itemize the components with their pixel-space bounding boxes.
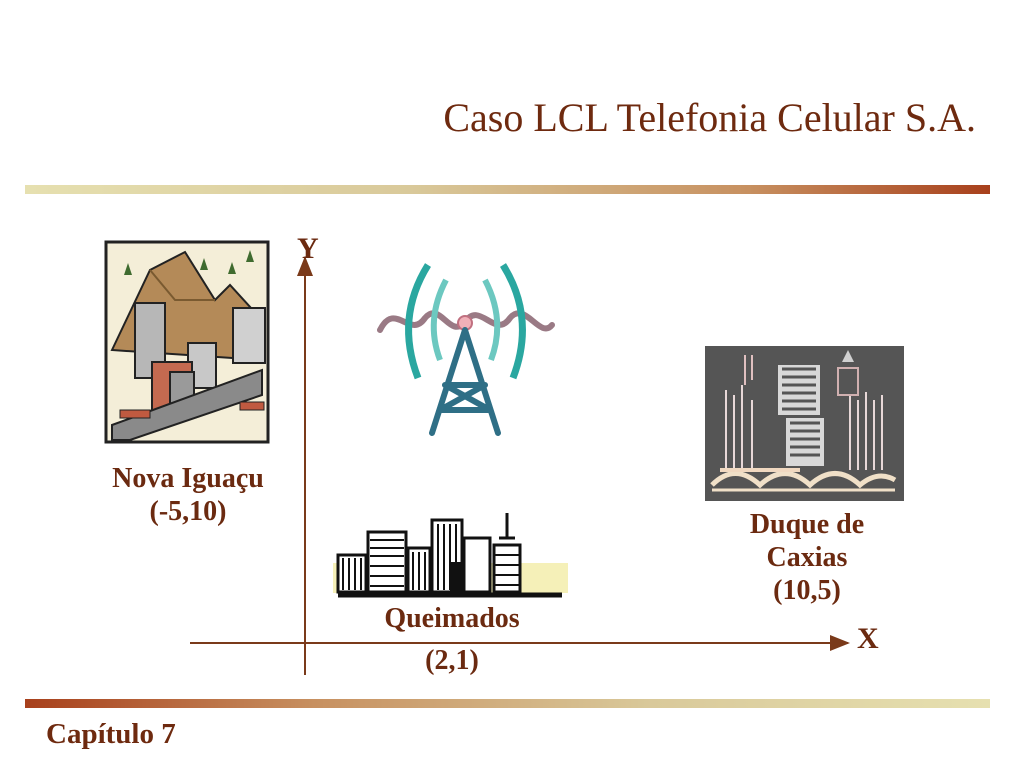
duque-de-caxias-coords: (10,5) [773, 575, 841, 606]
queimados-name: Queimados [384, 603, 520, 634]
industrial-city-icon [104, 240, 270, 444]
skyline-icon [333, 513, 568, 598]
nova-iguacu-label: Nova Iguaçu (-5,10) [82, 462, 294, 528]
nova-iguacu-coords: (-5,10) [149, 496, 227, 527]
x-axis-label: X [857, 622, 879, 655]
slide-title: Caso LCL Telefonia Celular S.A. [443, 95, 976, 140]
y-axis-label: Y [297, 232, 319, 265]
top-divider [25, 185, 990, 194]
bottom-divider [25, 699, 990, 708]
duque-de-caxias-name-line1: Duque de [749, 509, 865, 540]
nova-iguacu-name: Nova Iguaçu [112, 463, 264, 494]
duque-de-caxias-label: Duque de Caxias (10,5) [722, 508, 892, 607]
duque-de-caxias-name-line2: Caxias [766, 542, 848, 573]
queimados-coords: (2,1) [425, 645, 479, 676]
queimados-label: Queimados (2,1) [350, 602, 554, 677]
footer-chapter: Capítulo 7 [46, 718, 176, 750]
cell-tower-icon [377, 263, 555, 436]
night-city-icon [705, 346, 904, 501]
